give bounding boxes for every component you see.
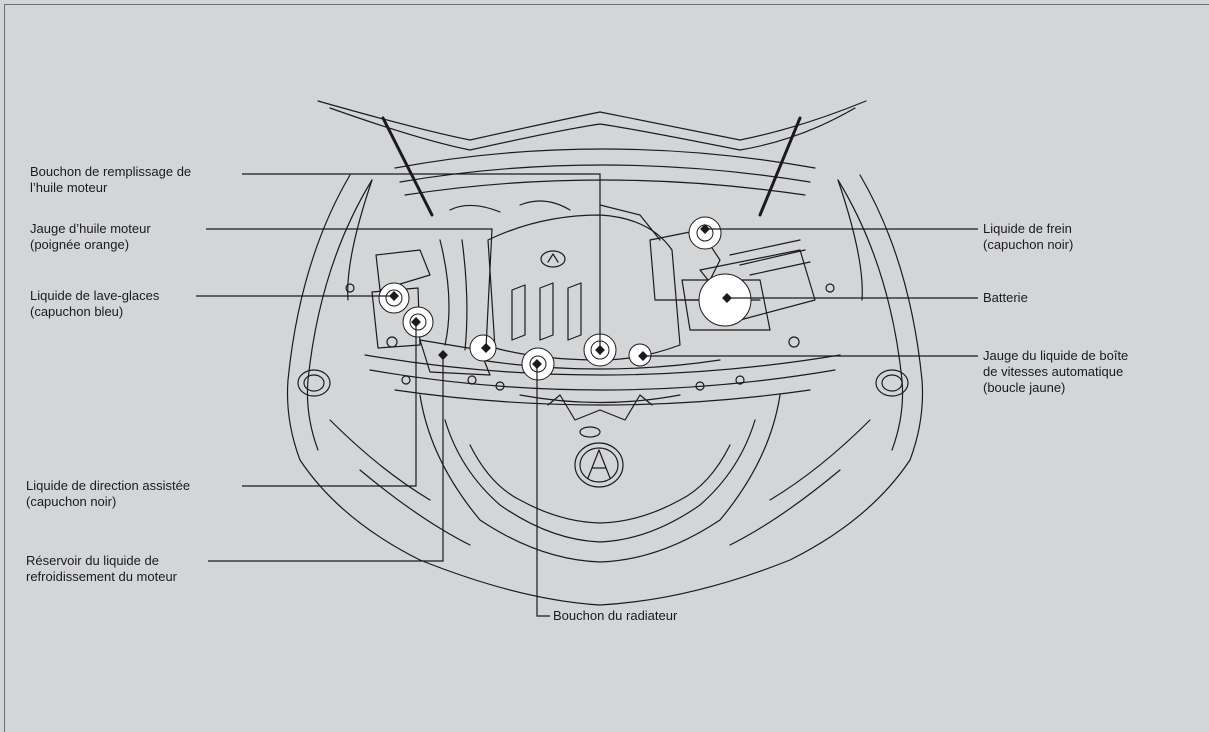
label-washer-fluid: Liquide de lave-glaces (capuchon bleu) <box>30 288 160 319</box>
label-atf-dipstick: Jauge du liquide de boîte de vitesses au… <box>983 348 1129 395</box>
label-radiator-cap: Bouchon du radiateur <box>553 608 678 623</box>
leader-radiator-cap <box>536 364 550 617</box>
label-brake-fluid: Liquide de frein (capuchon noir) <box>983 221 1074 252</box>
label-coolant-reservoir: Réservoir du liquide de refroidissement … <box>26 553 178 584</box>
leader-coolant-reservoir <box>208 355 444 562</box>
frame-border-top <box>4 4 1209 5</box>
frame-border-left <box>4 4 5 732</box>
label-battery: Batterie <box>983 290 1028 305</box>
leader-power-steering <box>242 322 417 487</box>
leader-oil-filler-cap <box>242 173 601 350</box>
leader-oil-dipstick <box>206 228 493 349</box>
label-oil-dipstick: Jauge d’huile moteur (poignée orange) <box>30 221 151 252</box>
label-oil-filler-cap: Bouchon de remplissage de l’huile moteur <box>30 164 192 195</box>
label-power-steering: Liquide de direction assistée (capuchon … <box>26 478 191 509</box>
